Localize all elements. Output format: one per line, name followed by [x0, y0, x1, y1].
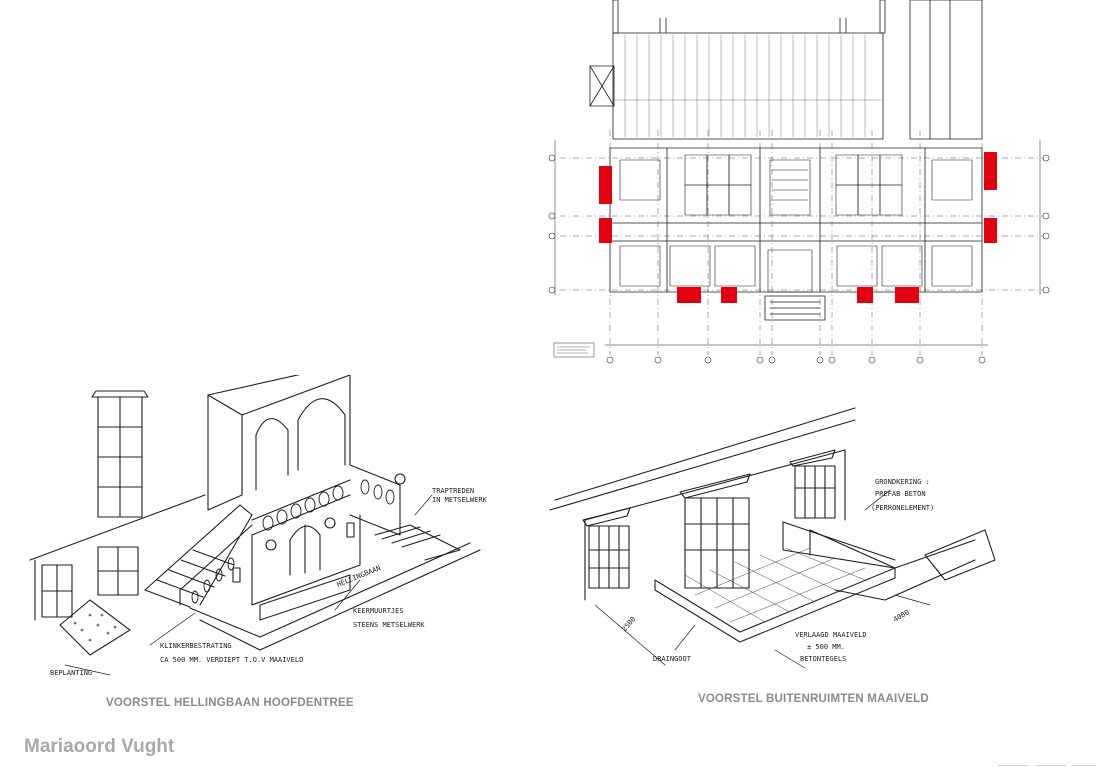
outdoor-space-marker — [984, 218, 997, 243]
note-keermuurtjes: KEERMUURTJES — [353, 607, 404, 615]
outdoor-space-marker — [599, 218, 612, 243]
note-traptreden-2: IN METSELWERK — [432, 496, 488, 504]
dim-4000: 4000 — [892, 608, 911, 623]
note-grondkering-3: (PERRONELEMENT) — [871, 504, 934, 512]
caption-courtyard: VOORSTEL BUITENRUIMTEN MAAIVELD — [698, 693, 929, 705]
ramp-sketch: TRAPTREDEN IN METSELWERK HELLINGBAAN KEE… — [29, 375, 488, 677]
note-verlaagd-2: ± 500 MM. — [807, 643, 845, 651]
caption-ramp: VOORSTEL HELLINGBAAN HOOFDENTREE — [106, 697, 354, 709]
footer-rule — [1072, 765, 1096, 766]
outdoor-space-marker — [895, 287, 919, 303]
outdoor-space-marker — [599, 166, 612, 204]
note-grondkering-2: PREFAB BETON — [875, 490, 926, 498]
outdoor-space-marker — [857, 287, 873, 303]
footer-rule — [1036, 765, 1066, 766]
note-klinker: KLINKERBESTRATING — [160, 642, 232, 650]
outdoor-space-marker — [677, 287, 701, 303]
outdoor-space-markers — [599, 152, 997, 303]
note-traptreden: TRAPTREDEN — [432, 487, 474, 495]
note-verlaagd-3: BETONTEGELS — [800, 655, 846, 663]
note-verlaagd: VERLAAGD MAAIVELD — [795, 631, 867, 639]
note-klinker-2: CA 500 MM. VERDIEPT T.O.V MAAIVELD — [160, 656, 303, 664]
project-title: Mariaoord Vught — [24, 736, 175, 757]
dim-2500: 2500 — [620, 615, 637, 633]
outdoor-space-marker — [984, 152, 997, 190]
note-grondkering: GRONDKERING : — [875, 478, 930, 486]
note-keermuurtjes-2: STEENS METSELWERK — [353, 621, 425, 629]
footer-rule — [998, 765, 1028, 766]
note-beplanting: BEPLANTING — [50, 669, 92, 677]
outdoor-space-marker — [721, 287, 737, 303]
note-draingoot: DRAINGOOT — [653, 655, 692, 663]
courtyard-sketch: GRONDKERING : PREFAB BETON (PERRONELEMEN… — [549, 407, 996, 669]
floor-plan-drawing — [548, 0, 1050, 364]
